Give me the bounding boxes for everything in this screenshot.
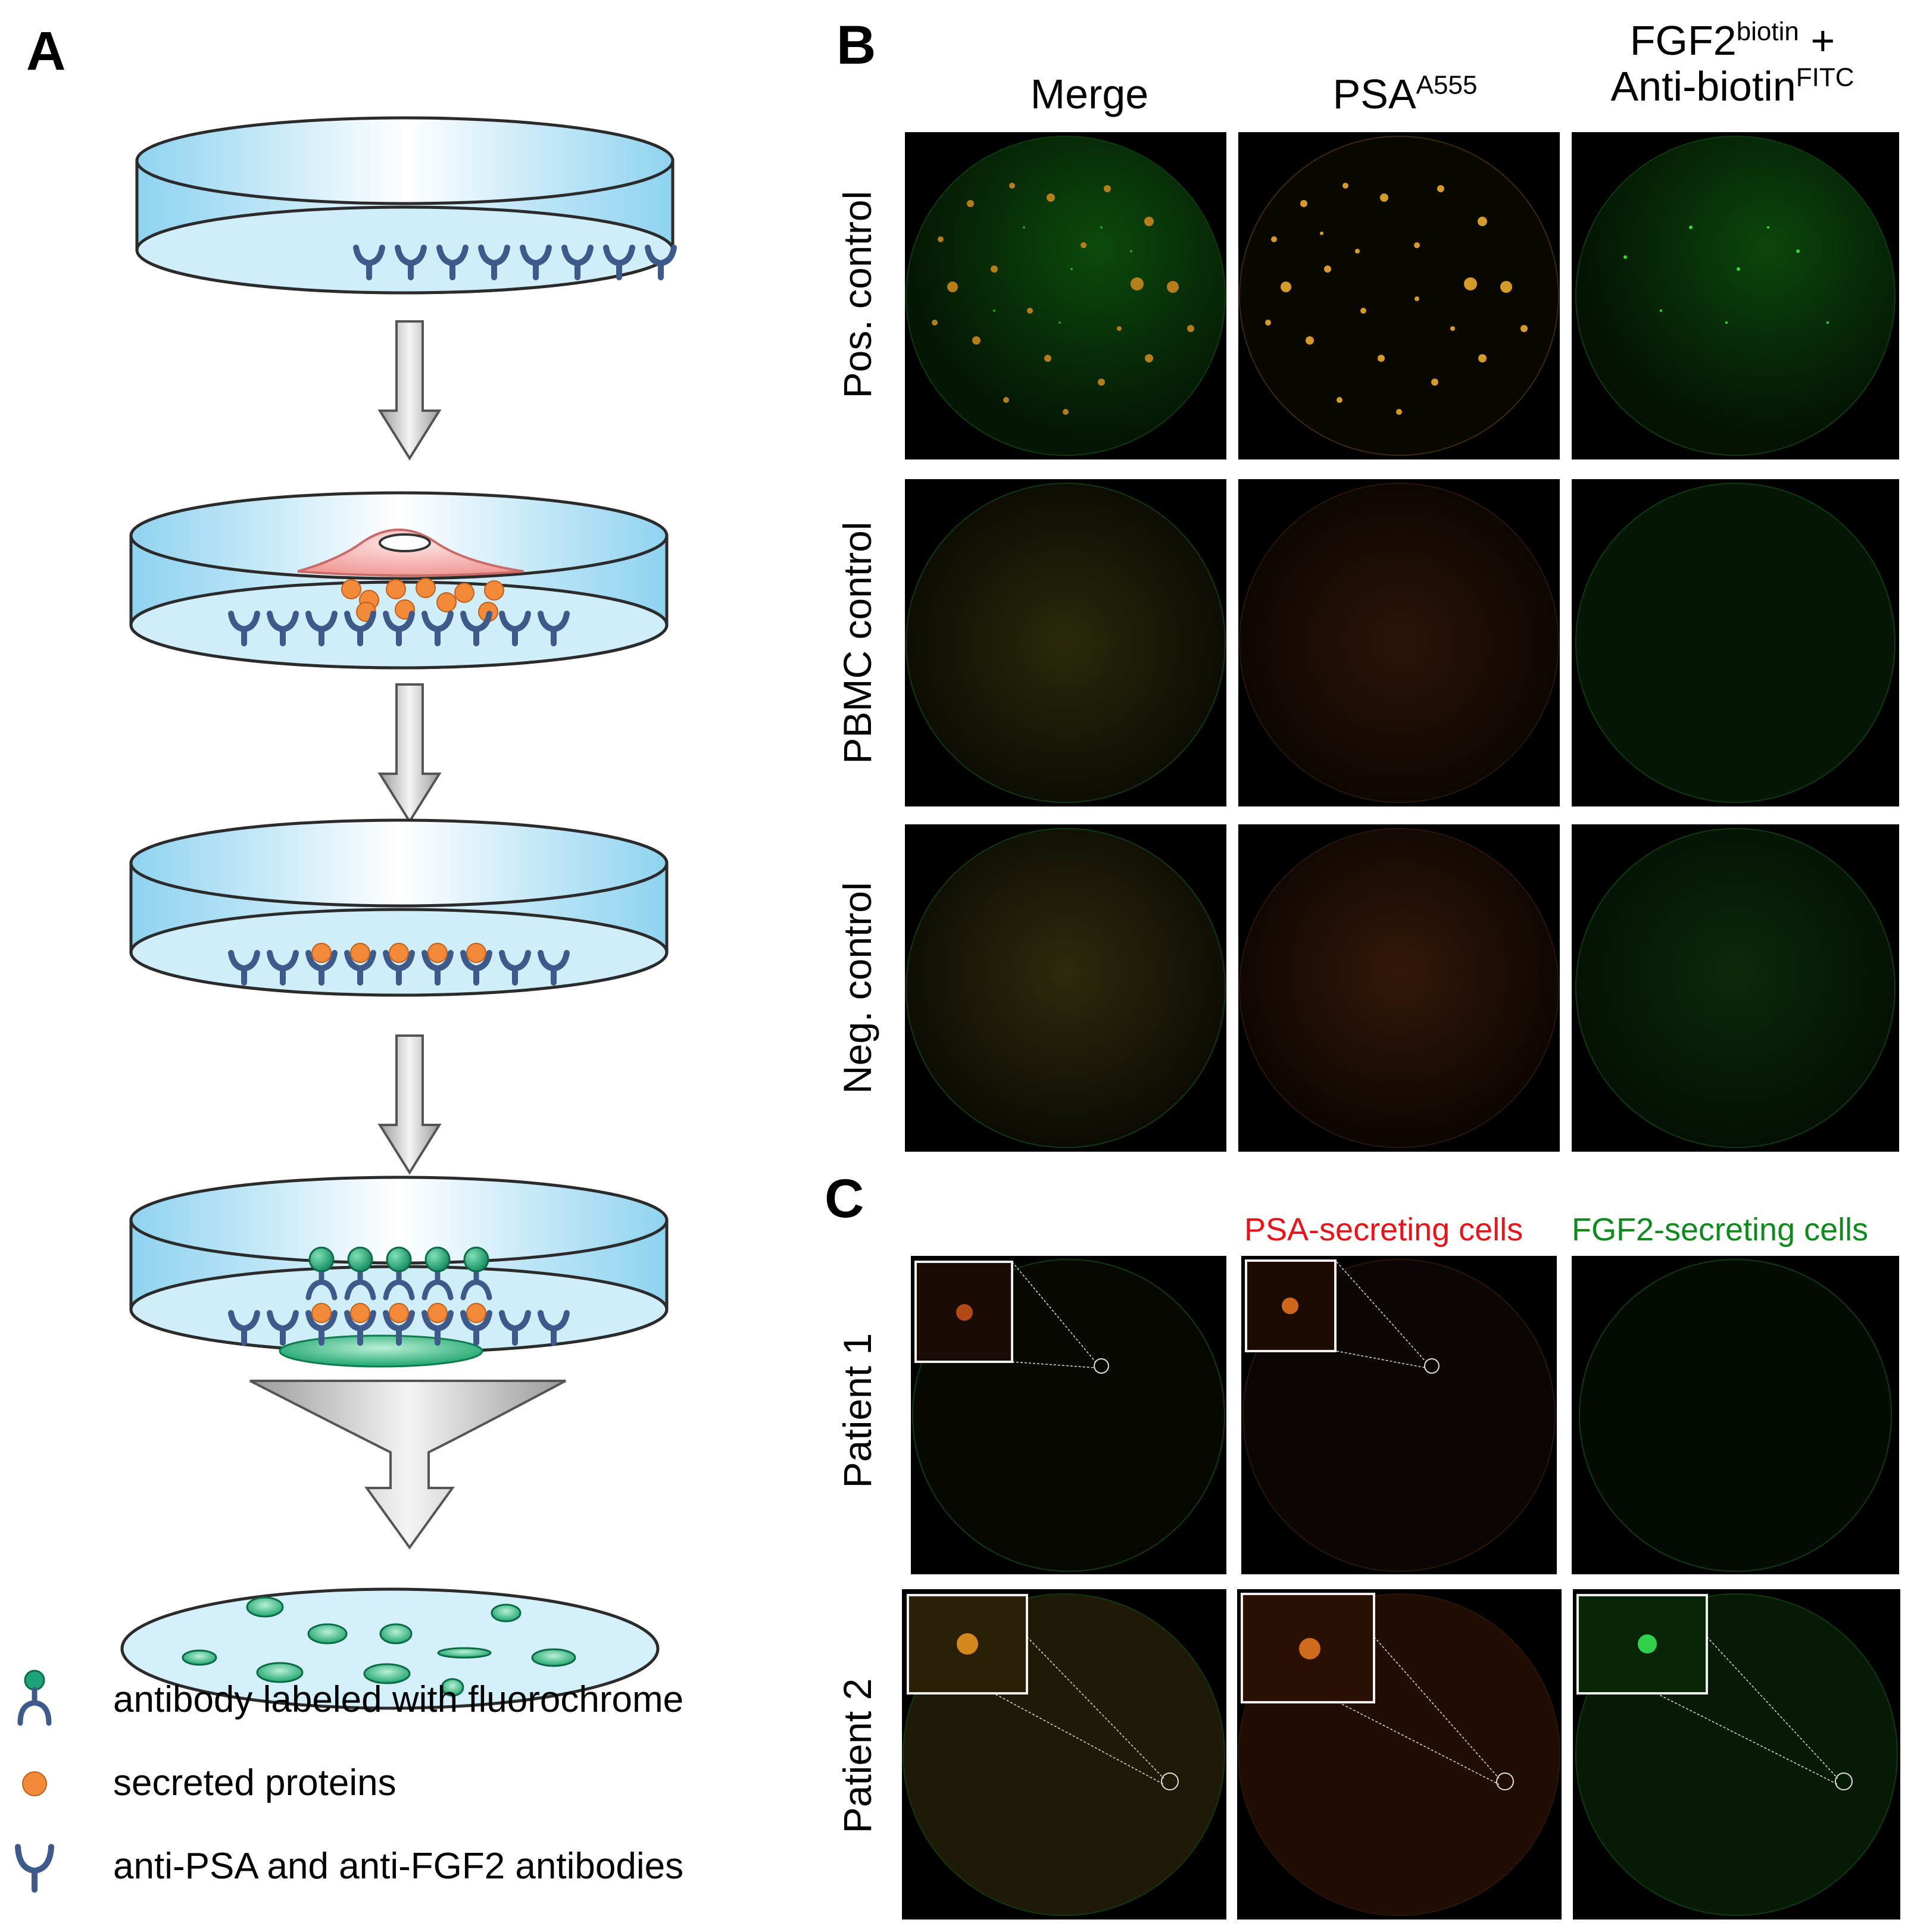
legend-item-secreted-protein: secreted proteins	[12, 1753, 396, 1812]
legend-text: secreted proteins	[113, 1762, 396, 1803]
column-header-psa: PSAA555	[1332, 70, 1478, 117]
secreted-protein-icon	[22, 1771, 47, 1796]
legend-text: antibody labeled with fluorochrome	[113, 1678, 684, 1720]
row-label-patient-1: Patient 1	[835, 1333, 879, 1489]
funnel-arrow	[249, 1380, 566, 1550]
workflow-schematic	[120, 0, 810, 1710]
panel-b-label: B	[836, 15, 876, 76]
column-header-merge: Merge	[1030, 71, 1149, 117]
column-header-fgf2-secreting: FGF2-secreting cells	[1572, 1212, 1869, 1248]
micrograph-pbmc-psa	[1238, 479, 1560, 806]
row-label-patient-2: Patient 2	[835, 1678, 879, 1834]
micrograph-patient2-psa	[1237, 1589, 1562, 1920]
micrograph-pbmc-fgf2	[1572, 479, 1899, 806]
column-header-fgf2: FGF2biotin + Anti-biotinFITC	[1610, 17, 1854, 110]
panel-c-label: C	[825, 1168, 864, 1229]
dish-with-cell	[131, 493, 667, 668]
micrograph-neg-psa	[1238, 824, 1560, 1152]
micrograph-neg-merge	[905, 824, 1226, 1152]
legend-text: anti-PSA and anti-FGF2 antibodies	[113, 1845, 684, 1887]
micrograph-neg-fgf2	[1572, 824, 1899, 1152]
micrograph-patient2-merge	[902, 1589, 1226, 1920]
legend-item-capture-antibody: anti-PSA and anti-FGF2 antibodies	[12, 1836, 683, 1896]
micrograph-pbmc-merge	[905, 479, 1226, 806]
dish-detection	[131, 1177, 667, 1368]
legend-item-labeled-antibody: antibody labeled with fluorochrome	[12, 1670, 683, 1729]
micrograph-patient1-merge	[911, 1256, 1226, 1574]
row-label-pbmc-control: PBMC control	[835, 521, 879, 764]
micrograph-pos-psa	[1238, 132, 1560, 459]
step-arrow	[379, 1034, 441, 1174]
panel-a-label: A	[26, 21, 66, 82]
micrograph-patient1-fgf2	[1572, 1256, 1899, 1574]
row-label-neg-control: Neg. control	[835, 882, 879, 1094]
dish-captured	[131, 820, 667, 995]
micrograph-patient2-fgf2	[1573, 1589, 1900, 1920]
row-label-pos-control: Pos. control	[835, 190, 879, 399]
dish-coated	[137, 118, 674, 293]
column-header-psa-secreting: PSA-secreting cells	[1244, 1212, 1523, 1248]
micrograph-pos-merge	[905, 132, 1226, 459]
result-plate	[120, 1587, 660, 1710]
micrograph-pos-fgf2	[1572, 132, 1899, 459]
step-arrow	[379, 320, 441, 459]
labeled-antibody-icon	[17, 1670, 52, 1726]
micrograph-patient1-psa	[1241, 1256, 1557, 1574]
step-arrow	[379, 683, 441, 823]
capture-antibody-icon	[15, 1844, 54, 1893]
